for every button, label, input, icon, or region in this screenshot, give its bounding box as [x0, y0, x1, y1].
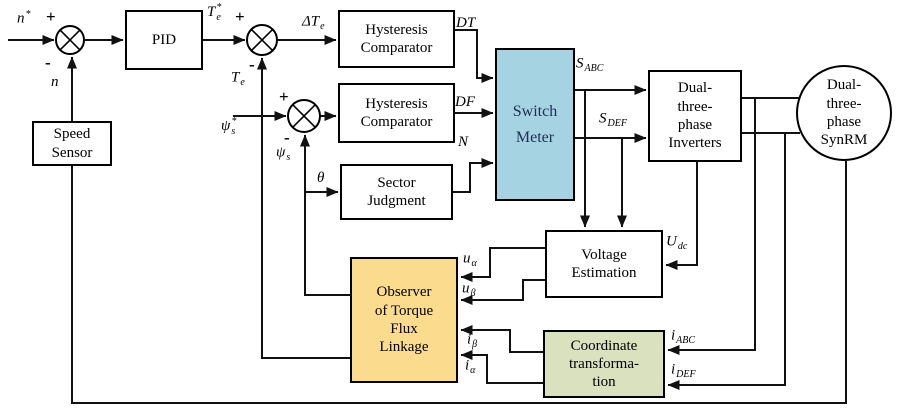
sign-minus-speed: - [45, 53, 51, 72]
sign-plus-speed: + [46, 7, 56, 26]
sector-judgment-label: Sector Judgment [367, 174, 426, 209]
wire-ibeta-to-observer [460, 325, 543, 353]
wire-udc-to-ve [665, 162, 698, 270]
wire-psi-feedback [300, 134, 350, 296]
hysteresis-comparator-torque-label: Hysteresis Comparator [360, 21, 433, 56]
wire-idef-to-coord [667, 133, 786, 390]
signal-n-feedback: n [51, 74, 59, 90]
dual-three-phase-inverters-block: Dual- three- phase Inverters [648, 70, 742, 162]
wires [8, 29, 847, 404]
wire-n-to-switch [453, 158, 494, 193]
wire-ualpha-to-observer [460, 247, 545, 282]
signal-n-sector: N [458, 134, 469, 150]
signal-n-ref: n* [17, 9, 31, 27]
voltage-estimation-label: Voltage Estimation [571, 246, 637, 281]
hysteresis-comparator-torque-block: Hysteresis Comparator [338, 10, 455, 68]
wire-ubeta-to-observer [460, 279, 545, 305]
signal-te-ref: T*e [207, 2, 222, 23]
sign-minus-flux: - [284, 128, 290, 147]
synrm-motor-block: Dual- three- phase SynRM [796, 65, 892, 161]
coordinate-transformation-label: Coordinate transforma- tion [569, 337, 639, 391]
wire-iabc-to-coord [667, 98, 756, 355]
sign-minus-torque: - [249, 55, 255, 74]
switch-meter-label: Switch Meter [512, 102, 558, 146]
pid-label: PID [151, 31, 177, 48]
signal-df: DF [455, 94, 475, 110]
pid-block: PID [125, 10, 203, 70]
wire-dt-to-switch [455, 29, 494, 83]
signal-psi-ref: ψ*s [221, 116, 237, 137]
speed-sensor-block: Speed Sensor [32, 121, 112, 166]
wire-ialpha-to-observer [460, 350, 543, 384]
signal-theta: θ [317, 170, 325, 186]
synrm-motor-label: Dual- three- phase SynRM [820, 77, 868, 149]
observer-block: Observer of Torque Flux Linkage [350, 257, 458, 383]
speed-sensor-label: Speed Sensor [51, 126, 93, 161]
voltage-estimation-block: Voltage Estimation [545, 230, 663, 298]
sign-plus-flux: + [279, 87, 289, 106]
signal-dt: DT [456, 15, 476, 31]
hysteresis-comparator-flux-label: Hysteresis Comparator [360, 95, 433, 130]
wire-speed-feedback [67, 56, 847, 404]
summing-junctions [55, 24, 321, 133]
hysteresis-comparator-flux-block: Hysteresis Comparator [338, 83, 455, 143]
switch-meter-block: Switch Meter [495, 48, 575, 201]
dual-three-phase-inverters-label: Dual- three- phase Inverters [668, 80, 722, 152]
sector-judgment-block: Sector Judgment [340, 164, 453, 220]
sign-plus-torque: + [235, 7, 245, 26]
observer-label: Observer of Torque Flux Linkage [374, 284, 434, 356]
wire-te-feedback [257, 57, 350, 359]
coordinate-transformation-block: Coordinate transforma- tion [543, 330, 665, 398]
